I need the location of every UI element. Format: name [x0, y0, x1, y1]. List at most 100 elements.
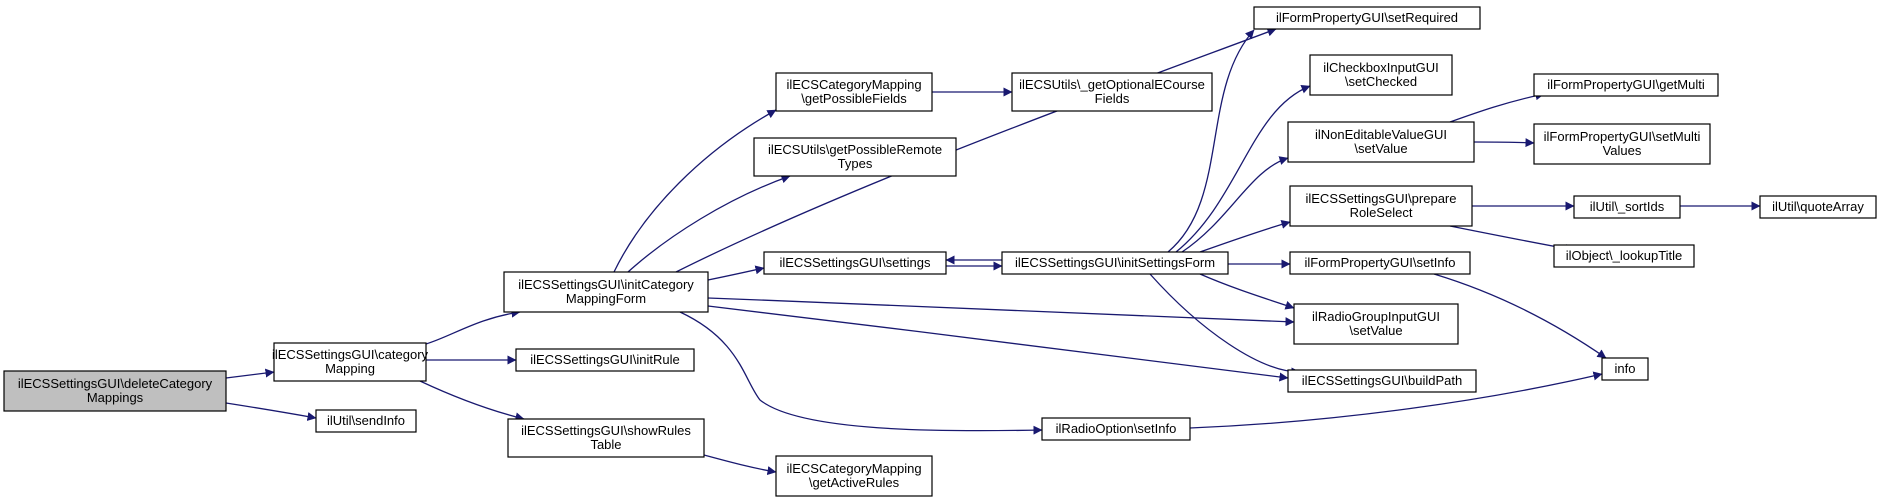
node-box	[1573, 195, 1681, 219]
node-box	[763, 251, 947, 275]
node-label: ilFormPropertyGUI\setMulti	[1544, 129, 1701, 144]
node-box	[515, 348, 695, 372]
edge-nonEditableSetValue-to-getMulti	[1449, 91, 1545, 123]
node-box	[1287, 121, 1475, 163]
node-box	[507, 418, 705, 458]
node-label: Fields	[1095, 91, 1130, 106]
edge-initCategoryMappingForm-to-setRequired	[675, 27, 1277, 273]
node-box	[1293, 303, 1459, 345]
node-box	[273, 342, 427, 382]
edge-initSettingsForm-to-setChecked	[1175, 85, 1311, 253]
node-box	[1001, 251, 1229, 275]
edge-initCategoryMappingForm-to-getPossibleRemoteTypes	[627, 174, 791, 273]
node-box	[1289, 185, 1473, 227]
node-label: \setChecked	[1345, 74, 1417, 89]
edge-initCategoryMappingForm-to-radioGroupSetValue	[707, 297, 1295, 327]
edge-initSettingsForm-to-prepareRoleSelect	[1199, 220, 1291, 253]
node-label: RoleSelect	[1350, 205, 1413, 220]
node-label: \setValue	[1349, 323, 1402, 338]
node-nonEditableSetValue[interactable]: ilNonEditableValueGUI\setValue	[1287, 121, 1475, 163]
node-label: ilObject\_lookupTitle	[1566, 248, 1683, 263]
node-box	[3, 370, 227, 412]
node-getActiveRules[interactable]: ilECSCategoryMapping\getActiveRules	[775, 455, 933, 497]
node-lookupTitle[interactable]: ilObject\_lookupTitle	[1553, 244, 1695, 268]
node-box	[753, 137, 957, 177]
node-box	[315, 409, 417, 433]
edge-initCategoryMappingForm-to-buildPath	[707, 305, 1289, 382]
node-label: ilFormPropertyGUI\getMulti	[1547, 77, 1705, 92]
node-box	[1289, 251, 1471, 275]
node-label: Values	[1603, 143, 1642, 158]
node-label: ilECSSettingsGUI\deleteCategory	[18, 376, 213, 391]
edges-layer	[225, 27, 1761, 476]
node-label: ilUtil\sendInfo	[327, 413, 405, 428]
node-radioOptionSetInfo[interactable]: ilRadioOption\setInfo	[1041, 417, 1191, 441]
edge-categoryMapping-to-initCategoryMappingForm	[425, 308, 521, 345]
node-box	[1011, 72, 1213, 112]
node-label: ilECSSettingsGUI\initRule	[530, 352, 680, 367]
edge-showRulesTable-to-getActiveRules	[703, 454, 777, 476]
node-buildPath[interactable]: ilECSSettingsGUI\buildPath	[1287, 369, 1477, 393]
node-setRequired[interactable]: ilFormPropertyGUI\setRequired	[1253, 6, 1481, 30]
node-box	[1601, 357, 1649, 381]
edge-initSettingsForm-to-setRequired	[1167, 29, 1255, 253]
node-box	[1253, 6, 1481, 30]
node-box	[1553, 244, 1695, 268]
edge-formSetInfo-to-info	[1433, 273, 1607, 359]
node-label: \getActiveRules	[809, 475, 900, 490]
node-label: ilUtil\_sortIds	[1590, 199, 1665, 214]
nodes-layer: ilECSSettingsGUI\deleteCategoryMappingsi…	[3, 6, 1877, 497]
node-label: ilFormPropertyGUI\setRequired	[1276, 10, 1458, 25]
node-initSettingsForm[interactable]: ilECSSettingsGUI\initSettingsForm	[1001, 251, 1229, 275]
node-box	[503, 271, 709, 313]
node-box	[1759, 195, 1877, 219]
node-sortIds[interactable]: ilUtil\_sortIds	[1573, 195, 1681, 219]
node-label: ilECSSettingsGUI\initSettingsForm	[1015, 255, 1215, 270]
node-sendInfo[interactable]: ilUtil\sendInfo	[315, 409, 417, 433]
node-formSetInfo[interactable]: ilFormPropertyGUI\setInfo	[1289, 251, 1471, 275]
edge-initCategoryMappingForm-to-radioOptionSetInfo	[679, 311, 1043, 435]
node-label: MappingForm	[566, 291, 646, 306]
node-getMulti[interactable]: ilFormPropertyGUI\getMulti	[1533, 73, 1719, 97]
node-info[interactable]: info	[1601, 357, 1649, 381]
node-box	[1309, 54, 1453, 96]
node-label: ilECSSettingsGUI\showRules	[521, 423, 691, 438]
node-quoteArray[interactable]: ilUtil\quoteArray	[1759, 195, 1877, 219]
node-label: ilFormPropertyGUI\setInfo	[1305, 255, 1456, 270]
node-box	[775, 72, 933, 112]
node-label: ilRadioOption\setInfo	[1056, 421, 1177, 436]
node-box	[1533, 123, 1711, 165]
node-label: ilNonEditableValueGUI	[1315, 127, 1447, 142]
node-label: Types	[838, 156, 873, 171]
edge-initCategoryMappingForm-to-settings	[707, 265, 765, 281]
node-label: ilUtil\quoteArray	[1772, 199, 1864, 214]
node-label: Mapping	[325, 361, 375, 376]
node-label: ilCheckboxInputGUI	[1323, 60, 1439, 75]
node-box	[1041, 417, 1191, 441]
edge-categoryMapping-to-showRulesTable	[419, 380, 525, 422]
node-label: ilECSSettingsGUI\settings	[779, 255, 931, 270]
node-label: \setValue	[1354, 141, 1407, 156]
edge-initSettingsForm-to-buildPath	[1149, 273, 1301, 377]
edge-initSettingsForm-to-nonEditableSetValue	[1181, 156, 1289, 253]
node-box	[1287, 369, 1477, 393]
node-radioGroupSetValue[interactable]: ilRadioGroupInputGUI\setValue	[1293, 303, 1459, 345]
node-settings[interactable]: ilECSSettingsGUI\settings	[763, 251, 947, 275]
node-label: ilECSUtils\_getOptionalECourse	[1019, 77, 1205, 92]
node-box	[1533, 73, 1719, 97]
edge-radioOptionSetInfo-to-info	[1189, 371, 1603, 429]
node-setChecked[interactable]: ilCheckboxInputGUI\setChecked	[1309, 54, 1453, 96]
node-label: ilECSCategoryMapping	[786, 461, 921, 476]
node-label: ilECSCategoryMapping	[786, 77, 921, 92]
node-initRule[interactable]: ilECSSettingsGUI\initRule	[515, 348, 695, 372]
node-getPossibleFields[interactable]: ilECSCategoryMapping\getPossibleFields	[775, 72, 933, 112]
edge-deleteCategoryMappings-to-sendInfo	[225, 402, 317, 421]
